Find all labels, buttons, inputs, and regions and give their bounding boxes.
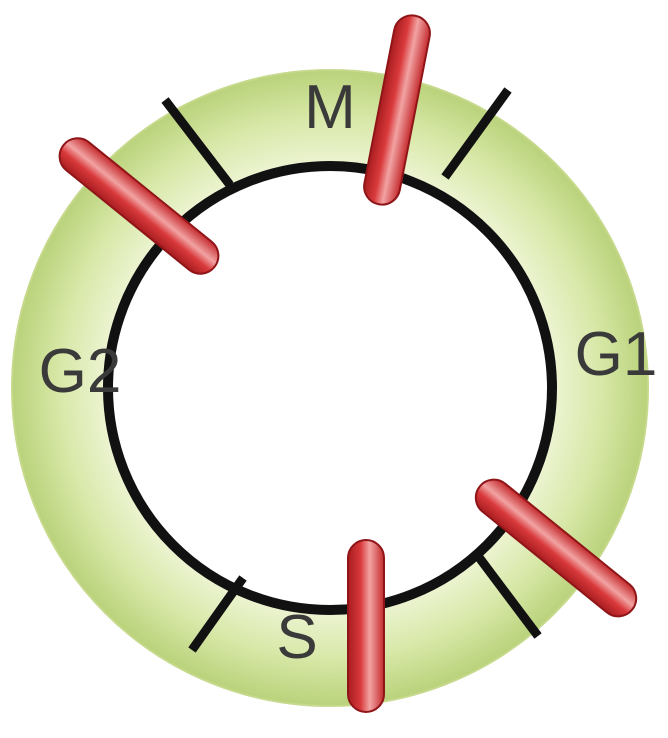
checkpoint-s-bar <box>347 539 385 713</box>
ring-outer-edge <box>11 69 649 707</box>
ring-inner-outline <box>103 161 557 615</box>
phase-label-g1: G1 <box>575 320 658 389</box>
phase-label-s: S <box>276 603 317 672</box>
checkpoint-m-bar <box>363 14 431 206</box>
phase-label-m: M <box>304 73 356 142</box>
checkpoint-g2-m-bar <box>58 137 220 275</box>
checkpoint-g1-s-bar <box>474 478 638 618</box>
phase-label-g2: G2 <box>39 337 122 406</box>
phase-divider-g2-s <box>188 575 247 653</box>
phase-divider-s-g1 <box>474 553 542 639</box>
phase-divider-g2-m <box>161 97 234 188</box>
phase-divider-m-g1 <box>441 87 512 180</box>
